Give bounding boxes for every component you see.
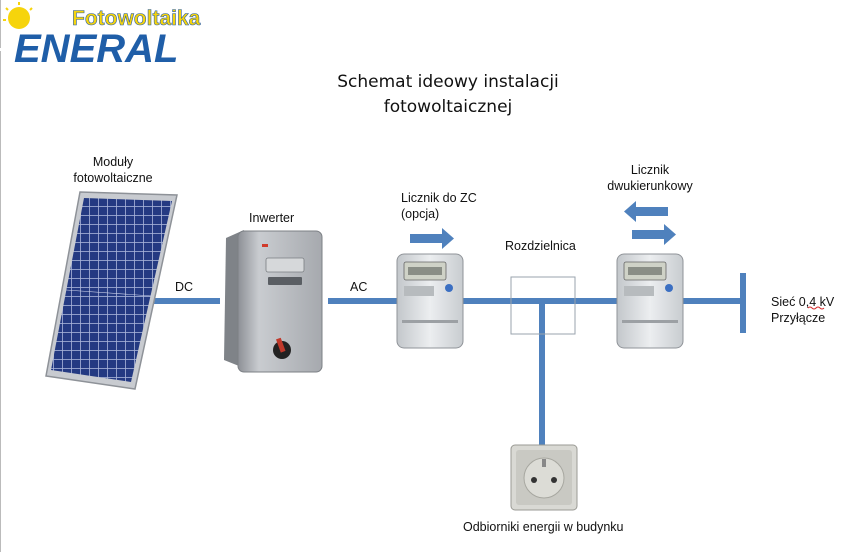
grid-bar [740,273,746,333]
spellcheck-underline [807,306,825,310]
inverter [224,230,323,373]
label-consumers: Odbiorniki energii w budynku [463,520,624,534]
logo: Fotowoltaika ENERAL [0,2,201,71]
arrow-right-icon [410,228,454,249]
meter-bidirectional [616,253,684,349]
logo-brand-text: ENERAL [14,27,178,71]
title-line-2: fotowoltaicznej [383,97,513,117]
diagram-title: Schemat ideowy instalacji fotowoltaiczne… [300,70,596,120]
sun-icon [8,7,30,29]
consumer-line [539,303,545,445]
ac-line [328,298,400,304]
label-pv-modules-line1: Moduły [92,155,134,169]
pv-panel [45,191,178,390]
connection-lines [150,273,746,445]
label-distribution: Rozdzielnica [505,239,576,253]
label-meter-zc-line1: Licznik do ZC [401,191,477,205]
label-inverter: Inwerter [249,211,295,225]
meter-zc [396,253,464,349]
distribution-box [510,276,576,335]
label-meter-bi-line2: dwukierunkowy [607,179,693,193]
grid-line [680,298,743,304]
label-meter-zc-line2: (opcja) [401,207,440,221]
arrow-right-icon [632,224,676,245]
label-meter-bidirectional: Licznik dwukierunkowy [595,162,705,194]
label-grid-line1: Sieć 0,4 kV [771,295,835,309]
label-dc: DC [175,280,194,294]
logo-stripe [0,48,9,51]
inverter-display [265,257,305,273]
sun-rays [3,2,33,21]
label-pv-modules: Moduły fotowoltaiczne [58,154,168,186]
logo-top-text: Fotowoltaika [72,7,201,30]
power-outlet [510,444,578,511]
label-pv-modules-line2: fotowoltaiczne [73,171,153,185]
arrows [410,201,676,249]
main-line [462,298,620,304]
label-grid-line2: Przyłącze [771,311,826,325]
title-line-1: Schemat ideowy instalacji [337,72,559,92]
dc-line [150,298,220,304]
arrow-left-icon [624,201,668,222]
logo-stripe [1,38,13,41]
label-ac: AC [350,280,368,294]
label-meter-bi-line1: Licznik [630,163,670,177]
label-meter-zc: Licznik do ZC (opcja) [401,190,477,222]
label-grid: Sieć 0,4 kV Przyłącze [771,294,834,326]
page-left-border [0,0,1,552]
